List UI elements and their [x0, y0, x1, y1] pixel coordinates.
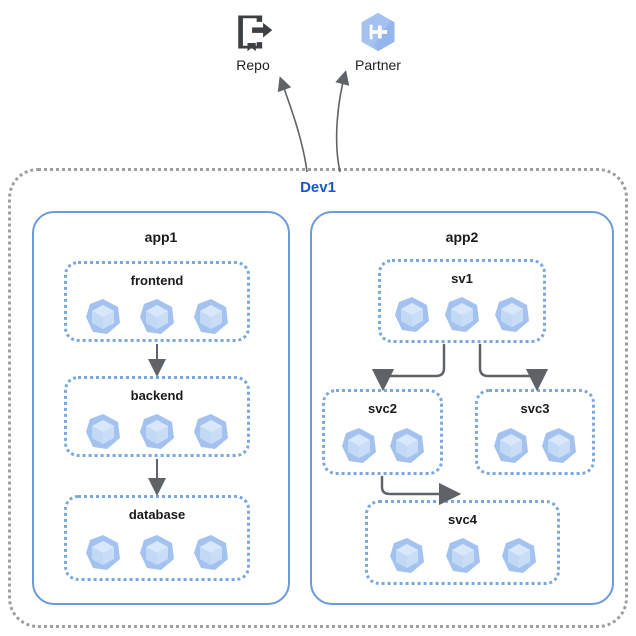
pod-cube-hexagon-icon: [83, 533, 123, 573]
service-title: database: [128, 507, 186, 522]
app-title: app2: [445, 229, 479, 245]
pod-cube-hexagon-icon: [191, 533, 231, 573]
service-title: frontend: [130, 273, 184, 288]
pod-cube-hexagon-icon: [392, 295, 432, 335]
environment-boundary-dev1: [8, 168, 628, 628]
service-title: svc2: [368, 401, 397, 416]
service-box-frontend[interactable]: frontend: [64, 261, 250, 342]
service-title: backend: [130, 388, 184, 403]
pod-cube-hexagon-icon: [387, 426, 427, 466]
external-node-partner[interactable]: Partner: [333, 10, 423, 73]
service-box-svc4[interactable]: svc4: [365, 500, 560, 585]
external-node-label: Partner: [355, 57, 401, 73]
pod-cube-hexagon-icon: [137, 412, 177, 452]
pod-cube-hexagon-icon: [539, 426, 579, 466]
service-title: sv1: [451, 271, 473, 286]
connector-dev1-to-repo: [277, 76, 308, 173]
pod-cube-hexagon-icon: [191, 297, 231, 337]
connector-dev1-to-partner: [335, 70, 350, 173]
pod-cube-hexagon-icon: [83, 412, 123, 452]
service-box-database[interactable]: database: [64, 495, 250, 581]
service-title: svc3: [520, 401, 550, 416]
app-container-app1[interactable]: app1: [32, 211, 290, 605]
pod-cube-hexagon-icon: [339, 426, 379, 466]
service-title: svc4: [448, 512, 477, 527]
app-title: app1: [144, 229, 178, 245]
pod-cube-hexagon-icon: [137, 297, 177, 337]
pod-cube-hexagon-icon: [499, 536, 539, 576]
service-box-sv1[interactable]: sv1: [378, 259, 546, 343]
pod-cube-hexagon-icon: [443, 536, 483, 576]
service-box-svc3[interactable]: svc3: [475, 389, 595, 475]
pod-cube-hexagon-icon: [492, 295, 532, 335]
app-container-app2[interactable]: app2: [310, 211, 614, 605]
pod-cube-hexagon-icon: [387, 536, 427, 576]
pod-cube-hexagon-icon: [83, 297, 123, 337]
environment-title: Dev1: [300, 179, 336, 196]
external-node-label: Repo: [236, 57, 270, 73]
external-node-repo[interactable]: Repo: [208, 10, 298, 73]
pod-cube-hexagon-icon: [137, 533, 177, 573]
service-box-backend[interactable]: backend: [64, 376, 250, 457]
service-box-svc2[interactable]: svc2: [322, 389, 443, 475]
pod-cube-hexagon-icon: [491, 426, 531, 466]
repo-export-icon: [231, 10, 275, 54]
pod-cube-hexagon-icon: [191, 412, 231, 452]
partner-interconnect-hexagon-icon: [356, 10, 400, 54]
pod-cube-hexagon-icon: [442, 295, 482, 335]
